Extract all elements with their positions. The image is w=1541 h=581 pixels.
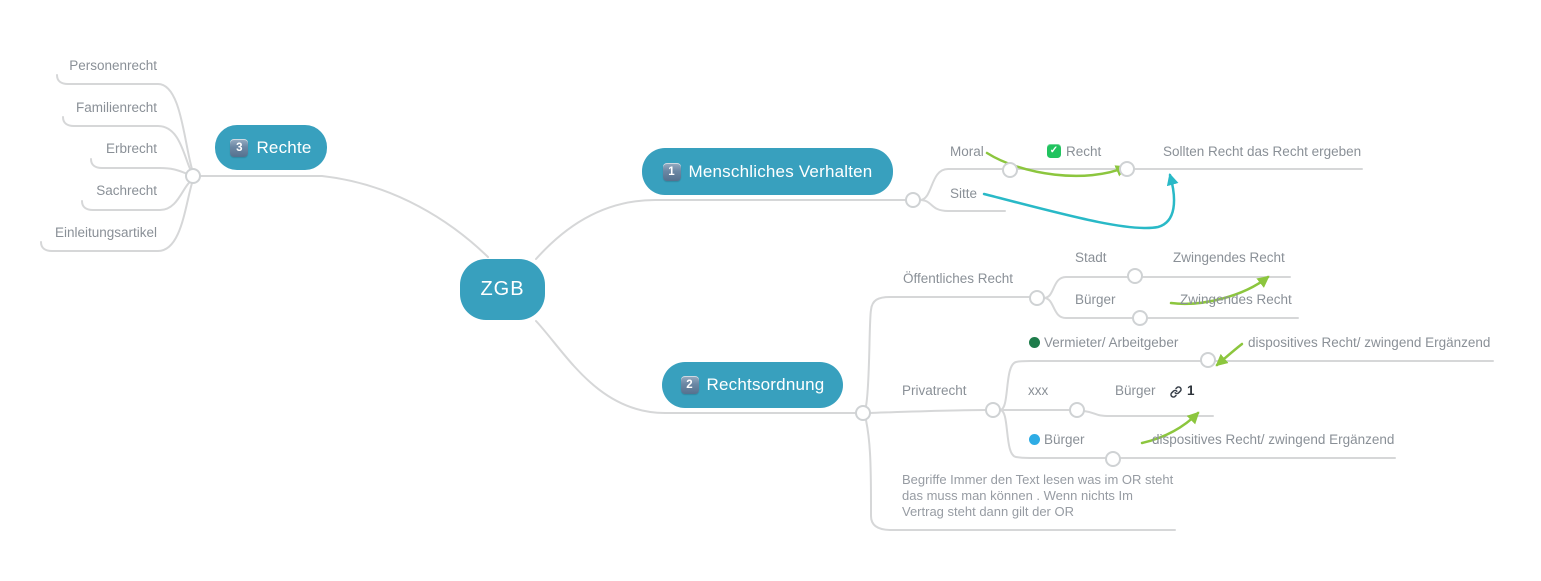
topic-zwingendes-recht-2[interactable]: Zwingendes Recht: [1180, 292, 1292, 307]
collapse-handle-rechte[interactable]: [185, 168, 201, 184]
topic-personenrecht[interactable]: Personenrecht: [69, 58, 157, 73]
collapse-handle-recht[interactable]: [1119, 161, 1135, 177]
branch-buerger-stadt: [1043, 297, 1299, 319]
green-dot-marker-icon: [1029, 337, 1040, 348]
topic-stadt[interactable]: Stadt: [1075, 250, 1107, 265]
branch-familienrecht: [62, 116, 192, 172]
topic-einleitungsartikel[interactable]: Einleitungsartikel: [54, 225, 157, 240]
topic-sachrecht[interactable]: Sachrecht: [96, 183, 157, 198]
arrow-dispositives-up[interactable]: [1140, 411, 1200, 445]
arrow-moral-to-recht[interactable]: [985, 151, 1128, 178]
branch-vermieter: [999, 360, 1494, 411]
hyperlink-count[interactable]: 1: [1187, 383, 1195, 398]
topic-familienrecht[interactable]: Familienrecht: [75, 100, 157, 115]
topic-verhalten-label: Menschliches Verhalten: [688, 161, 873, 181]
branch-oeffentliches-recht: [865, 296, 1031, 407]
topic-recht[interactable]: Recht: [1066, 144, 1102, 159]
topic-buerger-blau[interactable]: Bürger: [1044, 432, 1085, 447]
topic-oeffentliches-recht[interactable]: Öffentliches Recht: [903, 271, 1014, 286]
branch-sitte: [919, 199, 1006, 212]
branch-moral-recht-sollten: [919, 168, 1363, 201]
branch-einleitungsartikel: [40, 182, 193, 252]
collapse-handle-vermieter[interactable]: [1200, 352, 1216, 368]
task-done-checkbox-icon[interactable]: ✓: [1047, 144, 1061, 158]
branch-rechtsordnung: [535, 320, 857, 414]
branch-erbrecht: [90, 158, 189, 175]
arrow-sitte-to-sollten[interactable]: [982, 173, 1179, 230]
collapse-handle-rechtsordnung[interactable]: [855, 405, 871, 421]
collapse-handle-xxx[interactable]: [1069, 402, 1085, 418]
topic-dispositives-1[interactable]: dispositives Recht/ zwingend Ergänzend: [1248, 335, 1491, 350]
collapse-handle-buerger-stadt[interactable]: [1132, 310, 1148, 326]
collapse-handle-moral[interactable]: [1002, 162, 1018, 178]
central-topic-zgb[interactable]: ZGB: [460, 259, 545, 320]
collapse-handle-oeffentliches-recht[interactable]: [1029, 290, 1045, 306]
arrow-dispositives-down[interactable]: [1215, 342, 1244, 367]
note-line-1: Begriffe Immer den Text lesen was im OR …: [902, 472, 1174, 487]
topic-vermieter-arbeitgeber[interactable]: Vermieter/ Arbeitgeber: [1044, 335, 1179, 350]
topic-dispositives-2[interactable]: dispositives Recht/ zwingend Ergänzend: [1152, 432, 1395, 447]
hyperlink-chain-icon[interactable]: [1169, 385, 1183, 399]
note-line-2: das muss man können . Wenn nichts Im: [902, 488, 1133, 503]
topic-erbrecht[interactable]: Erbrecht: [105, 141, 157, 156]
branch-stadt: [1043, 276, 1291, 299]
topic-rechtsordnung[interactable]: 2 Rechtsordnung: [662, 362, 843, 408]
topic-sollten-recht[interactable]: Sollten Recht das Recht ergeben: [1163, 144, 1362, 159]
topic-privatrecht[interactable]: Privatrecht: [902, 383, 967, 398]
branch-rechte: [199, 175, 489, 258]
note-line-3: Vertrag steht dann gilt der OR: [902, 504, 1074, 519]
branch-buerger-link: [1083, 410, 1214, 417]
topic-rechtsordnung-label: Rechtsordnung: [706, 375, 825, 394]
arrow-zwingendes-up[interactable]: [1169, 275, 1270, 305]
topic-xxx[interactable]: xxx: [1028, 383, 1049, 398]
collapse-handle-privatrecht[interactable]: [985, 402, 1001, 418]
topic-rechte-label: Rechte: [256, 137, 312, 157]
branch-verhalten: [535, 199, 907, 260]
priority-badge-icon: 2: [680, 376, 699, 394]
blue-dot-marker-icon: [1029, 434, 1040, 445]
branch-note: [865, 419, 1176, 531]
branch-privatrecht: [869, 409, 987, 414]
topic-moral[interactable]: Moral: [950, 144, 984, 159]
collapse-handle-buerger-blau[interactable]: [1105, 451, 1121, 467]
branch-sachrecht: [81, 180, 192, 211]
topic-note[interactable]: Begriffe Immer den Text lesen was im OR …: [902, 472, 1173, 520]
topic-rechte[interactable]: 3 Rechte: [215, 125, 327, 170]
topic-sitte[interactable]: Sitte: [950, 186, 978, 201]
topic-buerger-link[interactable]: Bürger: [1115, 383, 1156, 398]
branch-personenrecht: [56, 74, 193, 170]
collapse-handle-stadt[interactable]: [1127, 268, 1143, 284]
branch-buerger-blau: [999, 409, 1396, 459]
central-topic-label: ZGB: [480, 278, 525, 300]
priority-badge-icon: 3: [230, 138, 249, 157]
collapse-handle-verhalten[interactable]: [905, 192, 921, 208]
topic-menschliches-verhalten[interactable]: 1 Menschliches Verhalten: [642, 148, 893, 195]
priority-badge-icon: 1: [662, 162, 681, 181]
topic-buerger-stadt[interactable]: Bürger: [1075, 292, 1116, 307]
topic-zwingendes-recht-1[interactable]: Zwingendes Recht: [1173, 250, 1285, 265]
